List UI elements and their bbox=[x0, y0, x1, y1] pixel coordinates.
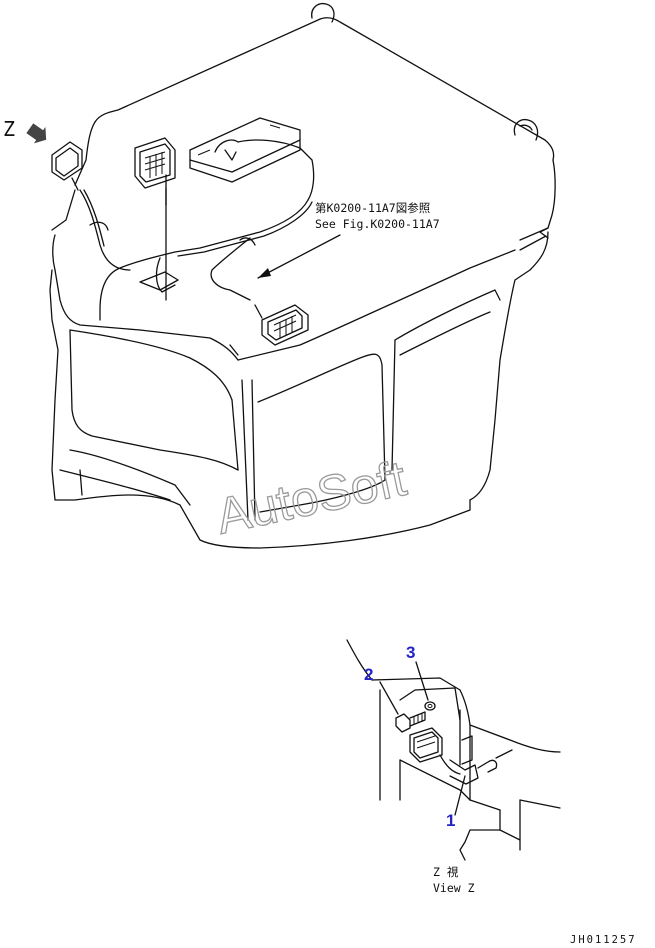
watermark: AutoSoft bbox=[211, 450, 410, 545]
detail-view-caption-japanese: Z 視 bbox=[433, 865, 459, 879]
roof-bracket-assembly bbox=[189, 117, 315, 201]
callout-1: 1 bbox=[446, 811, 455, 830]
view-arrow-icon bbox=[26, 123, 47, 144]
callout-3: 3 bbox=[406, 643, 415, 662]
drawing-id: JH011257 bbox=[570, 934, 637, 946]
reference-note-english: See Fig.K0200-11A7 bbox=[315, 217, 440, 231]
work-lamp-rear bbox=[134, 137, 176, 206]
reference-note-japanese: 第K0200-11A7図参照 bbox=[315, 201, 430, 215]
reference-leader bbox=[257, 234, 341, 279]
view-marker-z: Z bbox=[3, 117, 15, 141]
detail-view-caption-english: View Z bbox=[433, 881, 475, 895]
wiring-harness bbox=[79, 174, 313, 321]
callout-2: 2 bbox=[364, 665, 373, 684]
work-lamp-front bbox=[254, 304, 309, 346]
cab-body bbox=[49, 2, 556, 549]
detail-view-z bbox=[346, 639, 561, 861]
work-lamp-side bbox=[51, 141, 83, 191]
